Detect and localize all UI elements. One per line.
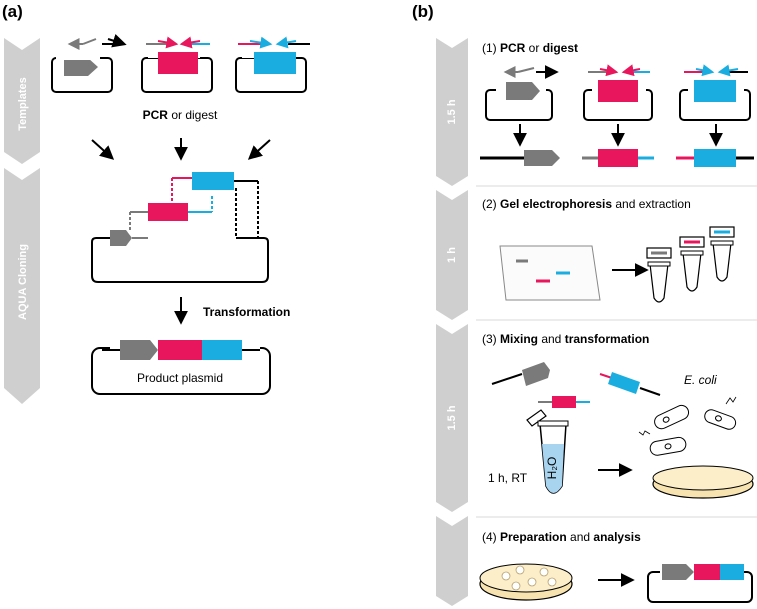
step1-templates xyxy=(480,64,754,167)
side-label-aqua-cloning: AQUA Cloning xyxy=(17,244,29,320)
side-arrow-templates: Templates xyxy=(4,38,40,164)
step1-title: (1) PCR or digest xyxy=(482,41,578,55)
step4-title: (4) Preparation and analysis xyxy=(482,530,641,544)
step4-analysis xyxy=(479,562,753,603)
template-cyan xyxy=(235,36,310,93)
panel-b-label: (b) xyxy=(412,2,434,21)
primer-gray xyxy=(82,38,97,45)
arrow-left xyxy=(91,139,115,160)
svg-text:1.5 h: 1.5 h xyxy=(446,405,458,430)
step3-title: (3) Mixing and transformation xyxy=(482,332,649,346)
incubation-label: 1 h, RT xyxy=(488,471,528,485)
template-gray xyxy=(51,33,127,93)
step3-mixing: H₂O 1 h, RT E. coli xyxy=(488,362,754,499)
arrow-right xyxy=(247,139,271,160)
product-plasmid: Product plasmid xyxy=(91,338,271,395)
svg-text:1.5 h: 1.5 h xyxy=(446,99,458,124)
pcr-digest-label: PCR or digest xyxy=(143,108,218,122)
svg-text:H₂O: H₂O xyxy=(545,457,559,480)
timeline-step4 xyxy=(436,516,468,606)
transformation-label: Transformation xyxy=(203,305,290,319)
step2-title: (2) Gel electrophoresis and extraction xyxy=(482,197,691,211)
timeline-step1: 1.5 h xyxy=(436,38,468,186)
timeline-step3: 1.5 h xyxy=(436,324,468,512)
svg-text:1 h: 1 h xyxy=(446,247,458,263)
step2-gel-and-tubes xyxy=(499,226,735,303)
product-plasmid-label: Product plasmid xyxy=(137,371,223,385)
assembly-diagram xyxy=(91,172,269,283)
side-label-templates: Templates xyxy=(17,77,29,131)
timeline-step2: 1 h xyxy=(436,190,468,320)
ecoli-label: E. coli xyxy=(684,373,717,387)
side-arrow-aqua-cloning: AQUA Cloning xyxy=(4,168,40,404)
panel-a-label: (a) xyxy=(2,2,23,21)
template-magenta xyxy=(141,36,213,93)
